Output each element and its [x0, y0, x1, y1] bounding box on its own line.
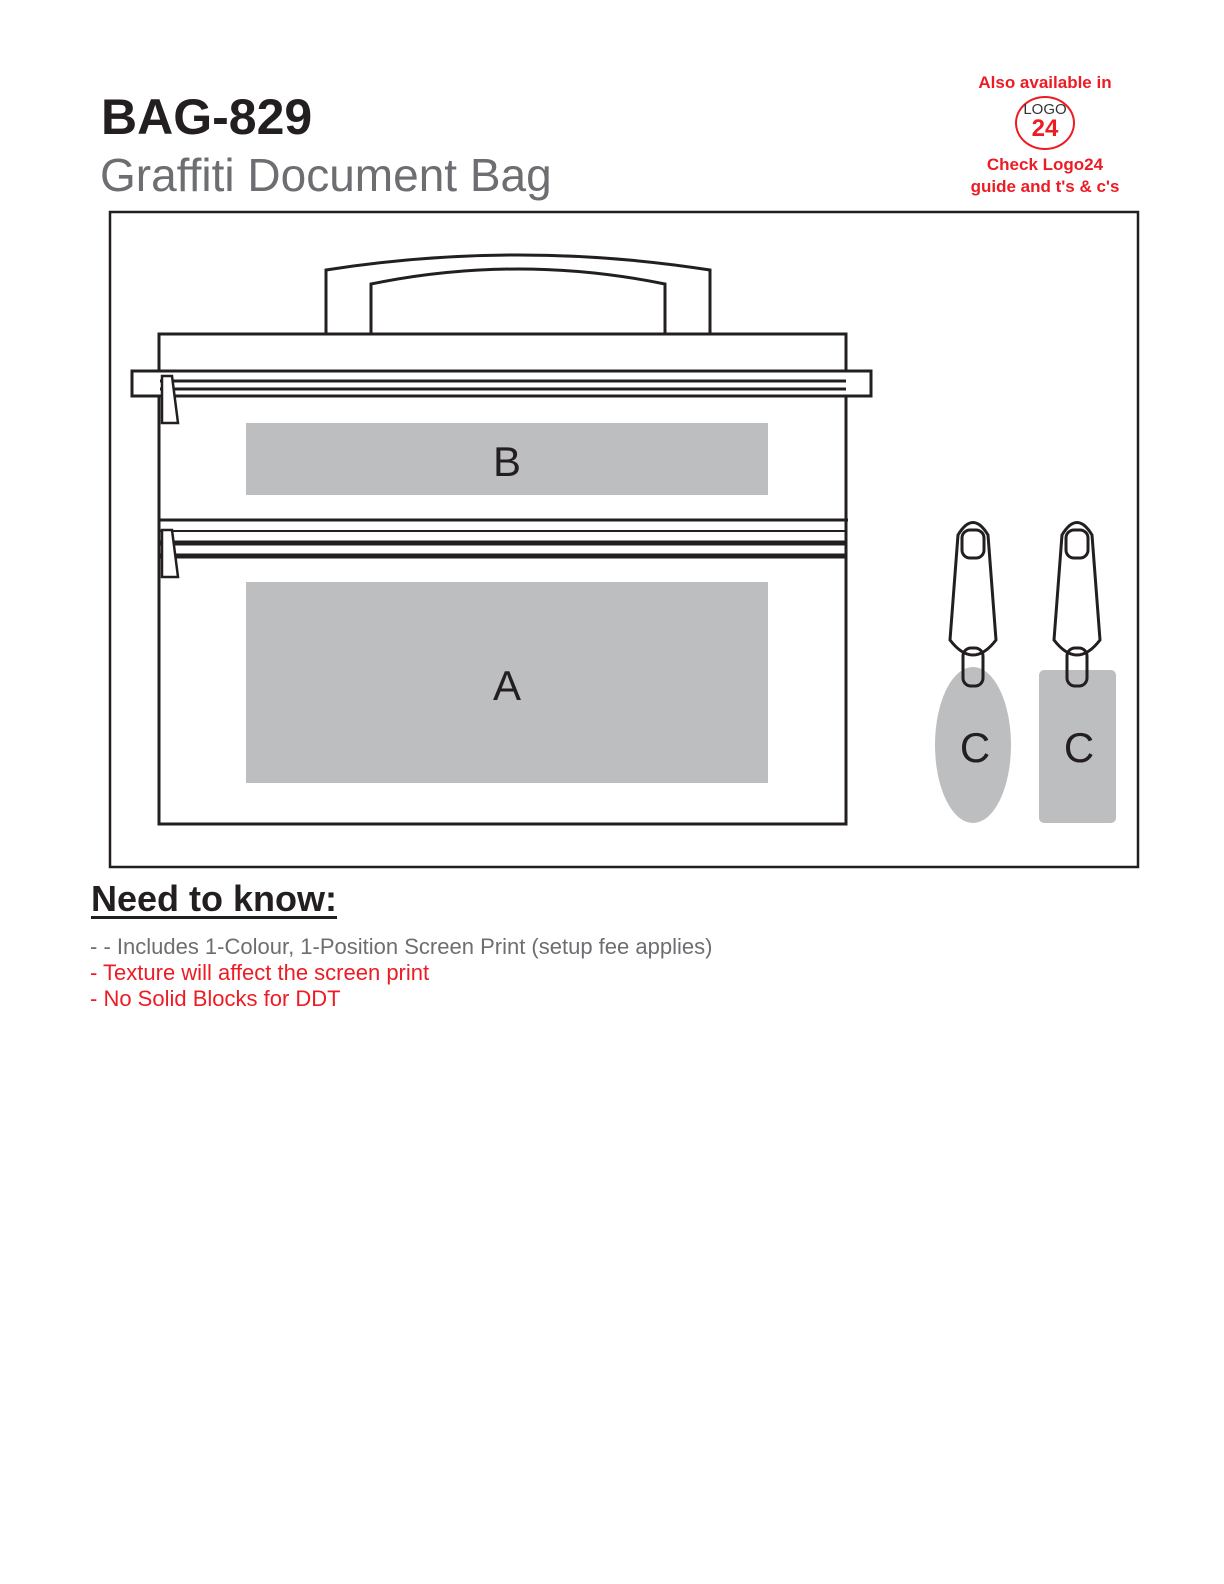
handle	[324, 253, 712, 333]
bottom-zipper	[160, 528, 846, 579]
badge-line1: Also available in	[978, 73, 1112, 92]
label-b: B	[493, 438, 521, 485]
logo24-badge: Also available in LOGO 24 Check Logo24 g…	[950, 72, 1140, 198]
badge-line2: Check Logo24	[986, 155, 1104, 174]
zipper-pull-oval: C	[935, 521, 1011, 823]
zipper-pull-rect: C	[1039, 521, 1116, 823]
drawing-frame	[108, 210, 1140, 869]
product-code: BAG-829	[101, 89, 313, 145]
note-item: - - Includes 1-Colour, 1-Position Screen…	[90, 934, 713, 959]
product-name: Graffiti Document Bag	[100, 149, 552, 201]
need-to-know-list: - - Includes 1-Colour, 1-Position Screen…	[90, 934, 712, 1012]
print-area-a	[246, 582, 768, 783]
print-area-b	[246, 423, 768, 495]
need-to-know-heading: Need to know:	[91, 878, 338, 919]
note-item: - No Solid Blocks for DDT	[90, 986, 341, 1011]
label-c-rect: C	[1064, 724, 1094, 771]
note-item: - Texture will affect the screen print	[90, 960, 430, 985]
logo24-logo: LOGO 24	[1015, 96, 1075, 150]
label-c-oval: C	[960, 724, 990, 771]
top-zipper	[130, 369, 873, 425]
logo-bottom: 24	[1031, 115, 1059, 142]
logo-top: LOGO	[1023, 101, 1067, 118]
label-a: A	[493, 662, 521, 709]
badge-line3: guide and t's & c's	[970, 177, 1120, 196]
